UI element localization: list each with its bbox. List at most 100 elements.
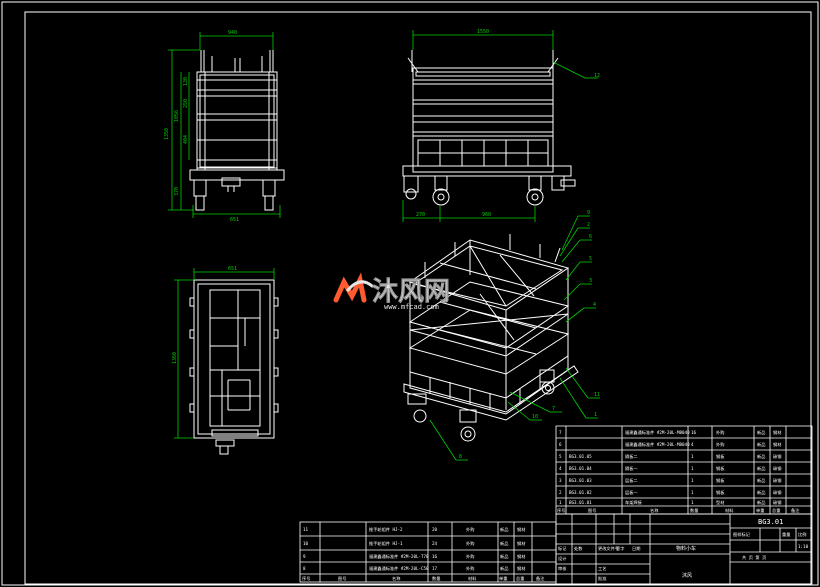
scale-value: 1:10 [798,544,809,549]
watermark-logo [333,272,374,303]
parts-lower-r10-mat: 外购 [466,540,474,547]
front-view-dim-text: 940 651 1350 1056 130 250 404 370 [164,30,239,223]
plan-view-dim-text: 651 1360 [172,266,237,364]
watermark: 沐风网 www.mfcad.com [333,272,450,311]
dim-side-wheel-base: 960 [482,212,491,218]
sheet-label: 共 页 第 页 [742,554,766,561]
dim-front-upper-height: 1056 [174,110,180,122]
balloon-iso-8: 8 [459,454,462,460]
parts-lower-h-mat: 材料 [468,575,477,582]
balloon-side-12: 12 [594,73,600,79]
parts-upper-r2-t: 碳钢 [773,489,781,496]
stage-label: 图样标记 [733,531,751,538]
parts-lower-r10-w: 新品 [500,540,508,547]
dim-side-top-width: 1550 [477,29,489,35]
parts-upper-r6-no: 6 [559,442,562,447]
front-view-geometry [189,50,285,211]
balloon-iso-1: 1 [594,412,597,418]
parts-upper-r1-code: BG3.01.01 [569,500,592,505]
parts-lower-h-t: 总重 [516,575,524,581]
plan-view-dimensions [174,268,275,439]
parts-upper-r4-name: 隔板一 [625,465,638,472]
title-block-grid [555,513,813,585]
parts-lower-r8-qty: 17 [432,566,438,571]
parts-upper-r5-no: 5 [559,454,562,459]
title-block-text: BG3.01 图样标记 重量 比例 1:10 共 页 第 页 物料小车 沐风 标… [558,518,809,582]
parts-upper-r5-code: BG3.01.05 [569,454,592,459]
parts-lower-h-note: 备注 [536,575,545,582]
parts-lower-r8-w: 新品 [500,565,508,572]
parts-lower-r10-no: 10 [303,541,309,546]
parts-upper-r5-mat: 钢板 [716,453,725,460]
part-name: 物料小车 [676,545,696,552]
front-view-dimensions [168,32,281,218]
process-label: 工艺 [598,566,606,571]
parts-upper-r7-name: 福建鑫通标准件 #2M-20L-M8040 [625,429,690,436]
parts-list-upper: 7 福建鑫通标准件 #2M-20L-M8040 16 外购 新品 钢材 6 福建… [555,425,813,515]
parts-upper-r7-t: 钢材 [773,429,781,436]
parts-upper-r3-code: BG3.01.03 [569,478,592,483]
parts-upper-r4-qty: 1 [691,466,694,471]
dim-front-top-width: 940 [228,30,237,36]
plan-view: 651 1360 [172,266,279,455]
parts-upper-r5-t: 碳钢 [773,453,781,460]
parts-lower-r10-qty: 24 [432,541,438,546]
balloon-iso-5: 5 [589,256,592,262]
parts-upper-r1-name: 车架焊接 [625,499,643,506]
parts-upper-h-t: 总重 [772,507,780,513]
parts-upper-r6-mat: 外购 [716,441,724,448]
parts-list-lower: 11 推手轮组件 HJ-2 20 外购 新品 钢材 10 推手轮组件 HJ-1 … [299,521,557,583]
parts-lower-r10-t: 钢材 [517,540,525,547]
parts-lower-r11-qty: 20 [432,527,438,532]
iso-view-balloons: 9 2 6 5 3 4 11 1 7 10 8 [459,210,600,460]
dim-front-h370: 370 [174,187,180,196]
parts-upper-r6-w: 新品 [757,441,765,448]
parts-lower-r8-name: 福建鑫通标准件 #2M-20L-C50 [369,565,429,572]
parts-upper-r7-mat: 外购 [716,429,724,436]
balloon-iso-9: 9 [587,210,590,216]
parts-lower-r10-name: 推手轮组件 HJ-1 [369,540,403,547]
checker-label: 审核 [558,565,567,572]
parts-lower-h-name: 名称 [392,575,400,582]
parts-lower-h-qty: 数量 [432,575,440,582]
parts-lower-text: 11 推手轮组件 HJ-2 20 外购 新品 钢材 10 推手轮组件 HJ-1 … [302,526,545,582]
plan-view-geometry [189,279,279,455]
parts-upper-r7-no: 7 [559,430,562,435]
parts-upper-r4-no: 4 [559,466,562,471]
parts-lower-r11-t: 钢材 [517,526,525,533]
parts-lower-h-no: 序号 [302,575,310,582]
parts-lower-r8-t: 钢材 [517,565,525,572]
weight-label: 重量 [782,531,790,538]
parts-upper-h-mat: 材料 [725,507,734,514]
balloon-iso-3: 3 [589,278,592,284]
parts-upper-r7-qty: 16 [691,430,697,435]
parts-upper-text: 7 福建鑫通标准件 #2M-20L-M8040 16 外购 新品 钢材 6 福建… [557,429,800,514]
mod-label-sign: 签字 [616,545,624,551]
balloon-iso-10: 10 [532,414,538,420]
company-name: 沐风 [682,572,692,579]
parts-lower-r9-w: 新品 [500,553,508,560]
parts-upper-h-name: 名称 [650,507,658,514]
mod-label-doc: 更改文件号 [598,545,619,552]
parts-upper-r1-mat: 型材 [716,499,724,505]
parts-upper-h-w: 单重 [756,507,764,514]
parts-upper-r6-qty: 4 [691,442,694,447]
watermark-brand: 沐风网 [372,277,450,307]
parts-upper-r3-t: 碳钢 [773,477,781,484]
parts-lower-r11-w: 新品 [500,526,508,533]
approve-label: 批准 [598,575,606,582]
dim-front-h404: 404 [183,135,189,144]
balloon-iso-11: 11 [594,392,600,398]
parts-upper-grid [555,425,813,515]
parts-upper-r5-qty: 1 [691,454,694,459]
parts-lower-h-w: 单重 [499,575,507,582]
parts-upper-r3-no: 3 [559,478,562,483]
parts-upper-h-no: 序号 [557,507,565,514]
parts-upper-r5-w: 新品 [757,453,765,460]
balloon-iso-2: 2 [587,222,590,228]
parts-upper-r1-t: 碳钢 [773,499,781,506]
dim-side-left-offset: 270 [416,212,425,218]
parts-upper-r5-name: 隔板二 [625,453,638,460]
designer-label: 设计 [558,555,566,562]
